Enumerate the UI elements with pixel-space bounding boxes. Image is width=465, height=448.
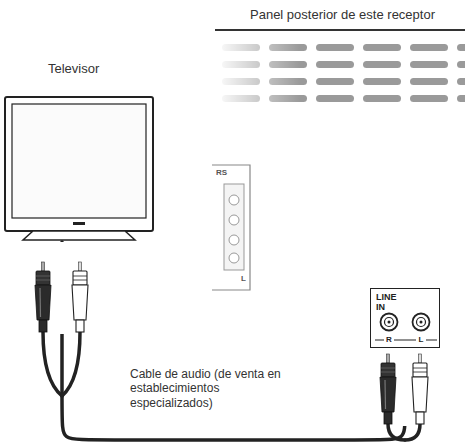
- audio-cable: [62, 242, 405, 440]
- panel-edge: [215, 29, 465, 31]
- node-outline: [3, 95, 155, 242]
- terminal-label: RS: [216, 169, 227, 178]
- cable-label: Cable de audio (de venta en establecimie…: [128, 367, 297, 410]
- panel-fade: [214, 40, 304, 114]
- connector-label: L: [419, 335, 424, 344]
- terminal-label: L: [241, 275, 246, 284]
- cable-mask: [52, 242, 71, 334]
- rca-plug: [380, 354, 396, 424]
- rca-plug: [412, 354, 428, 424]
- panel-heading: Panel posterior de este receptor: [250, 8, 435, 23]
- device-label: Televisor: [48, 62, 99, 77]
- rca-plug: [35, 262, 51, 332]
- cable-mask: [398, 348, 412, 426]
- tv-set: Televisor: [3, 95, 155, 242]
- speaker-terminal: [212, 165, 250, 290]
- line-in-jacks: LINE IN R L: [370, 288, 440, 348]
- connector-label: LINE IN: [376, 292, 406, 313]
- connector-label: R: [386, 335, 392, 344]
- receiver-panel: Panel posterior de este receptorLINE IN R…: [215, 0, 465, 355]
- rca-plug: [72, 262, 88, 332]
- cable-branches: [43, 332, 420, 440]
